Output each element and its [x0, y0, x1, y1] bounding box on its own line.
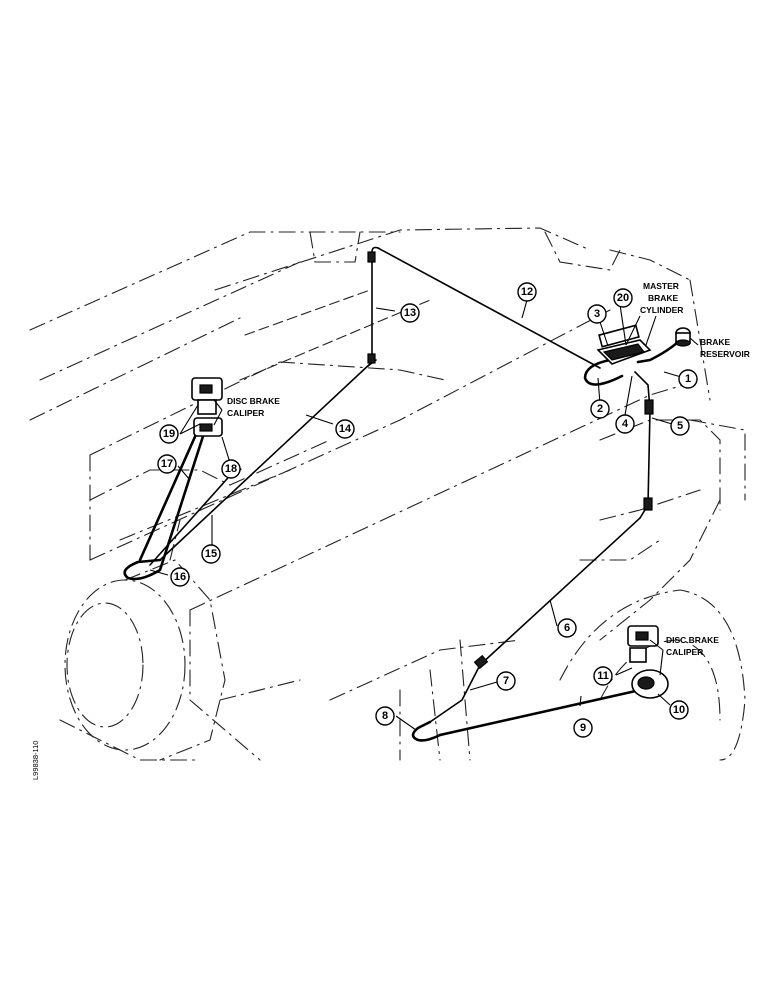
callout-14: 14: [335, 419, 355, 439]
svg-text:7: 7: [503, 675, 509, 687]
callout-20: 20: [613, 288, 633, 308]
line-6: [479, 517, 641, 666]
hose-2: [583, 358, 624, 386]
svg-text:18: 18: [225, 463, 237, 475]
line-15: [149, 469, 236, 566]
line-12: [377, 247, 601, 369]
svg-text:5: 5: [677, 420, 683, 432]
callout-8: 8: [375, 706, 395, 726]
master-cylinder-label-line-2: BRAKE: [648, 293, 679, 303]
master-cylinder-label-line-3: CYLINDER: [640, 305, 683, 315]
line-7: [429, 664, 481, 723]
svg-text:10: 10: [673, 704, 685, 716]
svg-text:1: 1: [685, 373, 691, 385]
caliper-right-label-line-2: CALIPER: [666, 647, 703, 657]
tractor-phantom-outline: [29, 227, 746, 761]
svg-text:14: 14: [339, 423, 352, 435]
svg-text:13: 13: [404, 307, 416, 319]
hose-9: [438, 688, 642, 737]
callout-3: 3: [587, 304, 607, 324]
caliper-right-label-line-1: DISC BRAKE: [666, 635, 719, 645]
callout-2: 2: [590, 399, 610, 419]
callout-7: 7: [496, 671, 516, 691]
caliper-left-label-line-1: DISC BRAKE: [227, 396, 280, 406]
brake-lines: [123, 246, 682, 742]
callout-16: 16: [170, 567, 190, 587]
line-13: [371, 246, 379, 363]
svg-text:19: 19: [163, 428, 175, 440]
line-14: [159, 361, 373, 561]
callouts: 1 2 3 4 5 6 7 8 9 10 11 12 13 14 15 16 1…: [157, 282, 698, 738]
svg-text:4: 4: [622, 418, 629, 430]
callout-11: 11: [593, 666, 613, 686]
hose-8: [411, 720, 442, 742]
svg-text:16: 16: [174, 571, 186, 583]
callout-13: 13: [400, 303, 420, 323]
callout-10: 10: [669, 700, 689, 720]
svg-text:15: 15: [205, 548, 217, 560]
svg-text:3: 3: [594, 308, 600, 320]
callout-12: 12: [517, 282, 537, 302]
svg-text:17: 17: [161, 458, 173, 470]
callout-1: 1: [678, 369, 698, 389]
callout-15: 15: [201, 544, 221, 564]
svg-text:2: 2: [597, 403, 603, 415]
svg-text:11: 11: [597, 670, 609, 682]
brake-reservoir: [675, 327, 691, 347]
callout-4: 4: [615, 414, 635, 434]
callout-17: 17: [157, 454, 177, 474]
callout-5: 5: [670, 416, 690, 436]
svg-text:6: 6: [564, 622, 570, 634]
master-brake-cylinder: [596, 324, 652, 365]
master-cylinder-label-line-1: MASTER: [643, 281, 679, 291]
hose-16: [123, 428, 207, 581]
svg-text:12: 12: [521, 286, 533, 298]
callout-19: 19: [159, 424, 179, 444]
callout-6: 6: [557, 618, 577, 638]
component-labels: MASTER BRAKE CYLINDER BRAKE RESERVOIR DI…: [31, 281, 750, 780]
svg-text:8: 8: [382, 710, 388, 722]
reservoir-label-line-1: BRAKE: [700, 337, 731, 347]
callout-18: 18: [221, 459, 241, 479]
hose-17: [138, 428, 200, 562]
svg-text:9: 9: [580, 722, 586, 734]
reservoir-label-line-2: RESERVOIR: [700, 349, 750, 359]
caliper-right: [627, 625, 669, 699]
figure-code: L99838-110: [31, 741, 40, 780]
callout-9: 9: [573, 718, 593, 738]
caliper-left-label-line-2: CALIPER: [227, 408, 264, 418]
svg-text:20: 20: [617, 292, 629, 304]
